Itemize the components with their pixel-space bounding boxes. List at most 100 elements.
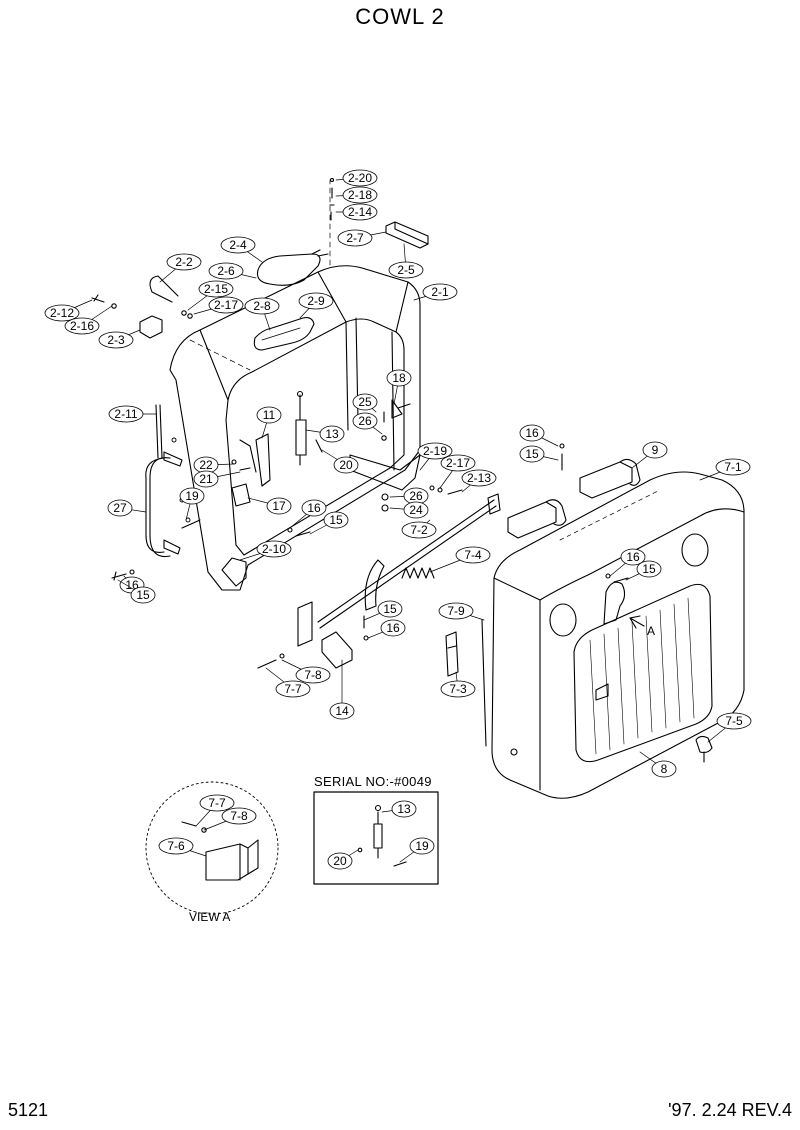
arrow-a — [629, 615, 645, 629]
callout-bubble — [438, 602, 474, 620]
callout-bubble — [401, 521, 437, 539]
callout-bubble — [275, 680, 311, 698]
door-outer — [491, 471, 745, 799]
frame-roof-inner — [261, 327, 301, 341]
callout-bubble — [386, 369, 412, 387]
callout-label: 17 — [272, 499, 286, 513]
grab-handle-27 — [111, 404, 183, 581]
callout-bubble — [519, 424, 545, 442]
callout-bubble — [455, 546, 491, 564]
callout-bubble — [352, 393, 378, 411]
callout-bubble — [342, 186, 378, 204]
door-keyhole — [603, 581, 626, 625]
callout-label: 2-4 — [229, 238, 247, 252]
callout-label: 2-1 — [431, 285, 449, 299]
callout-bubble — [409, 837, 435, 855]
grille-8 — [573, 583, 713, 763]
callout-bubble — [342, 169, 378, 187]
callout-label: 26 — [358, 414, 372, 428]
callout-label: 7-2 — [410, 523, 428, 537]
callout-label: 18 — [392, 371, 406, 385]
callout-bubble — [403, 501, 429, 519]
hinge-lower-knuckle — [545, 499, 567, 526]
callout-bubble — [193, 470, 219, 488]
callout-bubble — [651, 760, 677, 778]
bolt-15-mid — [295, 531, 311, 537]
bracket-11 — [239, 433, 271, 487]
callout-label: 21 — [199, 472, 213, 486]
callout-bubble — [342, 203, 378, 221]
door-side-face — [493, 508, 745, 791]
callout-label: 9 — [652, 443, 659, 457]
callout-bubble — [377, 600, 403, 618]
callout-label: 7-3 — [449, 682, 467, 696]
front-door-panel — [491, 471, 745, 799]
callout-bubble — [333, 456, 359, 474]
washer-2-16 — [111, 303, 117, 309]
bracket-18 — [391, 399, 411, 419]
callout-bubble — [319, 425, 345, 443]
callout-label: 2-11 — [114, 407, 137, 421]
callout-label: 7-6 — [167, 839, 185, 853]
washer-26-lower — [381, 493, 389, 501]
revision-date: '97. 2.24 REV.4 — [668, 1100, 792, 1120]
callout-bubble — [266, 497, 292, 515]
gas-spring-body — [295, 394, 307, 466]
view-a-bolt — [181, 821, 197, 827]
callout-bubble — [323, 511, 349, 529]
inset-eye — [374, 804, 382, 812]
callout-bubble — [422, 283, 458, 301]
callout-bubble — [198, 280, 234, 298]
hinge-upper-leaf — [579, 461, 633, 499]
washer-16-shaft — [363, 635, 369, 641]
callout-label: 2-13 — [467, 471, 491, 485]
callout-bubble — [108, 405, 144, 423]
callout-bubble — [256, 406, 282, 424]
latch-7-9 — [445, 631, 459, 677]
callout-bubble — [642, 441, 668, 459]
door-hole-right — [681, 533, 709, 567]
callout-label: 15 — [642, 562, 656, 576]
callout-label: 19 — [185, 489, 199, 503]
view-a-bracket — [205, 843, 249, 881]
callout-bubble — [107, 499, 133, 517]
frame-inner-opening — [225, 318, 405, 556]
page-number: 5121 — [8, 1100, 49, 1120]
callout-label: 2-7 — [346, 231, 364, 245]
trim-strip-7-3 — [481, 619, 487, 747]
frame-side-rib — [345, 317, 395, 471]
callout-label: 7-7 — [284, 682, 302, 696]
hinge-upper-knuckle — [619, 458, 641, 486]
nut-24 — [381, 504, 389, 512]
view-a-plate — [247, 839, 259, 875]
door-hole-left — [549, 603, 577, 637]
spring-7-4 — [401, 567, 435, 579]
callout-label: 14 — [335, 704, 349, 718]
callout-label: 8 — [661, 762, 668, 776]
callout-label: 2-8 — [253, 299, 271, 313]
washer-16-lower — [129, 569, 135, 575]
washer-16-mid — [287, 527, 293, 533]
bracket-2-3 — [139, 315, 163, 339]
callout-bubble — [220, 236, 256, 254]
washer-26-upper — [381, 435, 387, 441]
callout-bubble — [301, 499, 327, 517]
callout-bubble — [208, 262, 244, 280]
gas-spring-13 — [181, 390, 323, 537]
serial-inset — [313, 791, 439, 885]
callout-bubble — [44, 304, 80, 322]
callout-bubble — [64, 317, 100, 335]
callout-label: 2-17 — [214, 298, 238, 312]
callout-bubble — [208, 296, 244, 314]
washer-2-17b — [437, 487, 443, 493]
inset-washer — [357, 847, 363, 853]
frame-top-edge — [199, 271, 409, 401]
callout-bubble — [440, 454, 476, 472]
callout-label: 2-19 — [423, 444, 447, 458]
callout-label: 26 — [409, 489, 423, 503]
callout-bubble — [295, 666, 331, 684]
callout-label: 24 — [409, 503, 423, 517]
callout-bubble — [352, 412, 378, 430]
callout-bubble — [98, 331, 134, 349]
callout-label: 7-1 — [724, 460, 742, 474]
